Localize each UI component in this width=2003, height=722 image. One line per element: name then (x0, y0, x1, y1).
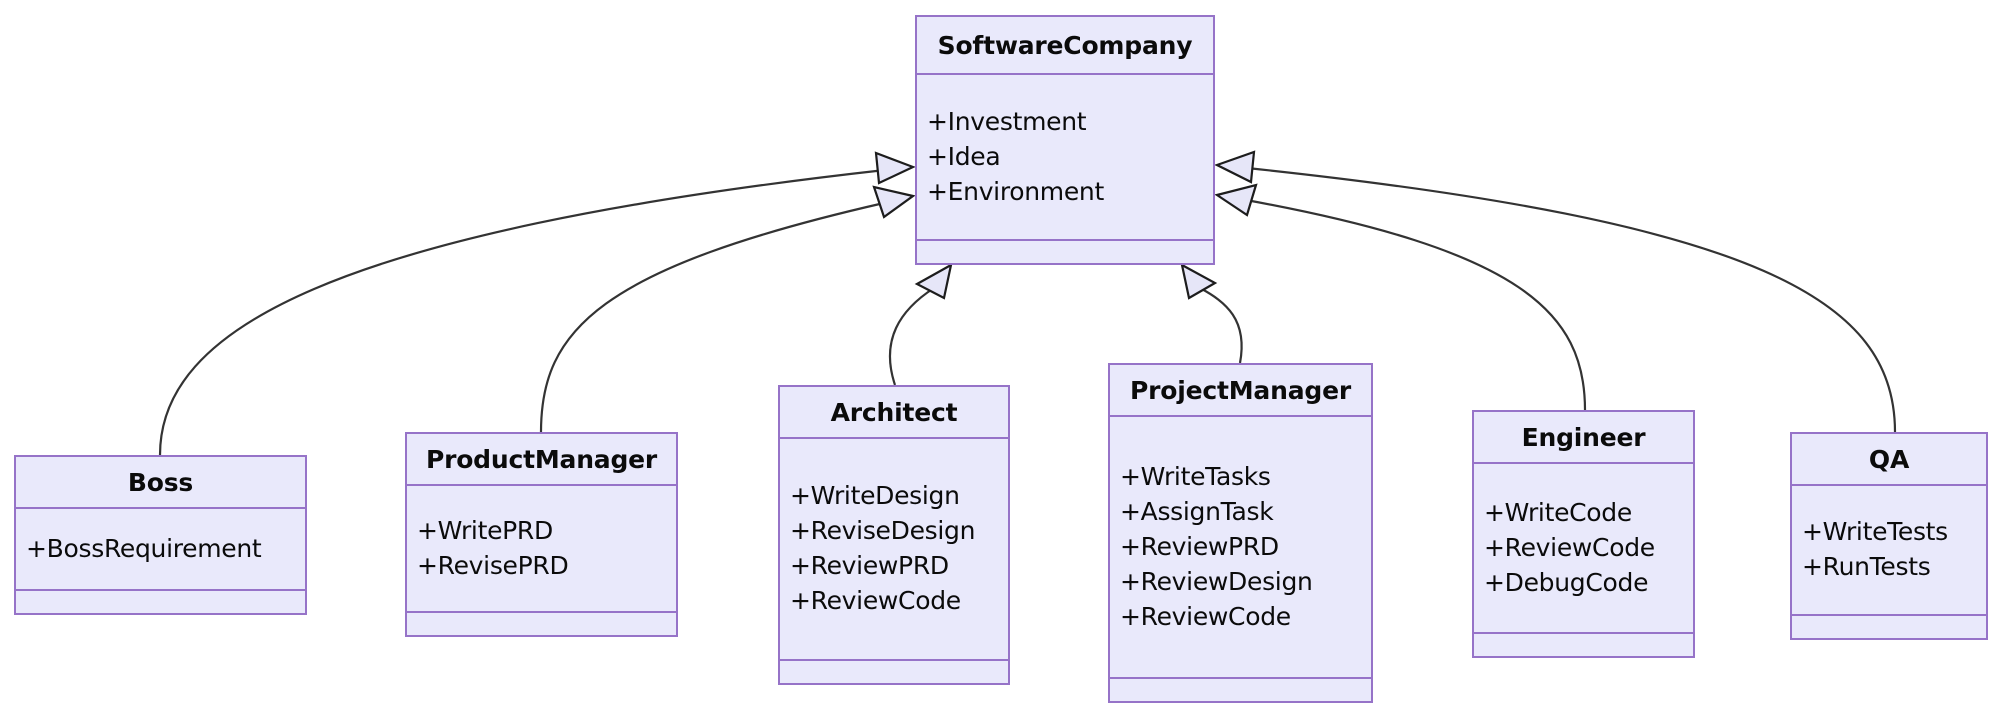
class-attributes-boss: +BossRequirement (16, 509, 305, 591)
generalization-arrowhead-projectmanager (1180, 262, 1218, 300)
generalization-arrowhead-boss (874, 151, 916, 185)
attribute-row: +WriteTasks (1120, 461, 1271, 491)
class-methods-qa (1792, 616, 1986, 638)
edge-boss-to-softwarecompany (158, 168, 886, 456)
class-methods-product-manager (407, 613, 676, 635)
class-node-architect[interactable]: Architect +WriteDesign +ReviseDesign +Re… (778, 385, 1010, 685)
class-title-product-manager: ProductManager (407, 434, 676, 486)
edge-architect-to-softwarecompany (888, 287, 935, 386)
generalization-arrowhead-productmanager (872, 185, 916, 219)
attribute-row: +WriteCode (1484, 497, 1632, 527)
class-methods-software-company (917, 241, 1213, 263)
class-methods-boss (16, 591, 305, 613)
attribute-row: +RevisePRD (417, 550, 569, 580)
class-title-project-manager: ProjectManager (1110, 365, 1371, 417)
class-attributes-product-manager: +WritePRD +RevisePRD (407, 486, 676, 613)
class-node-software-company[interactable]: SoftwareCompany +Investment +Idea +Envir… (915, 15, 1215, 265)
attribute-row: +ReviseDesign (790, 516, 976, 545)
attribute-row: +ReviewCode (790, 586, 961, 615)
class-attributes-project-manager: +WriteTasks +AssignTask +ReviewPRD +Revi… (1110, 417, 1371, 679)
attribute-row: +ReviewCode (1120, 601, 1291, 631)
class-methods-project-manager (1110, 679, 1371, 701)
class-node-product-manager[interactable]: ProductManager +WritePRD +RevisePRD (405, 432, 678, 637)
generalization-arrowhead-engineer (1214, 183, 1258, 217)
attribute-row: +ReviewDesign (1120, 566, 1313, 596)
attribute-row: +Environment (927, 176, 1104, 206)
class-node-qa[interactable]: QA +WriteTests +RunTests (1790, 432, 1988, 640)
class-node-engineer[interactable]: Engineer +WriteCode +ReviewCode +DebugCo… (1472, 410, 1695, 658)
attribute-row: +WriteDesign (790, 481, 960, 510)
generalization-arrowhead-qa (1214, 150, 1256, 184)
attribute-row: +WritePRD (417, 515, 553, 545)
attribute-row: +RunTests (1802, 552, 1931, 581)
attribute-row: +DebugCode (1484, 567, 1649, 597)
attribute-row: +WriteTests (1802, 517, 1948, 546)
class-title-engineer: Engineer (1474, 412, 1693, 464)
generalization-arrowhead-architect (914, 262, 953, 300)
class-title-software-company: SoftwareCompany (917, 17, 1213, 75)
class-title-architect: Architect (780, 387, 1008, 439)
class-attributes-engineer: +WriteCode +ReviewCode +DebugCode (1474, 464, 1693, 634)
attribute-row: +ReviewCode (1484, 532, 1655, 562)
class-title-boss: Boss (16, 457, 305, 509)
attribute-row: +BossRequirement (26, 533, 262, 563)
class-node-boss[interactable]: Boss +BossRequirement (14, 455, 307, 615)
class-node-project-manager[interactable]: ProjectManager +WriteTasks +AssignTask +… (1108, 363, 1373, 703)
class-methods-engineer (1474, 634, 1693, 656)
class-attributes-architect: +WriteDesign +ReviseDesign +ReviewPRD +R… (780, 439, 1008, 661)
attribute-row: +ReviewPRD (1120, 531, 1279, 561)
edge-projectmanager-to-softwarecompany (1199, 287, 1243, 364)
class-attributes-software-company: +Investment +Idea +Environment (917, 75, 1213, 241)
class-attributes-qa: +WriteTests +RunTests (1792, 486, 1986, 616)
class-methods-architect (780, 661, 1008, 683)
attribute-row: +ReviewPRD (790, 551, 949, 580)
class-title-qa: QA (1792, 434, 1986, 486)
attribute-row: +Investment (927, 106, 1087, 136)
attribute-row: +AssignTask (1120, 496, 1274, 526)
attribute-row: +Idea (927, 141, 1001, 171)
